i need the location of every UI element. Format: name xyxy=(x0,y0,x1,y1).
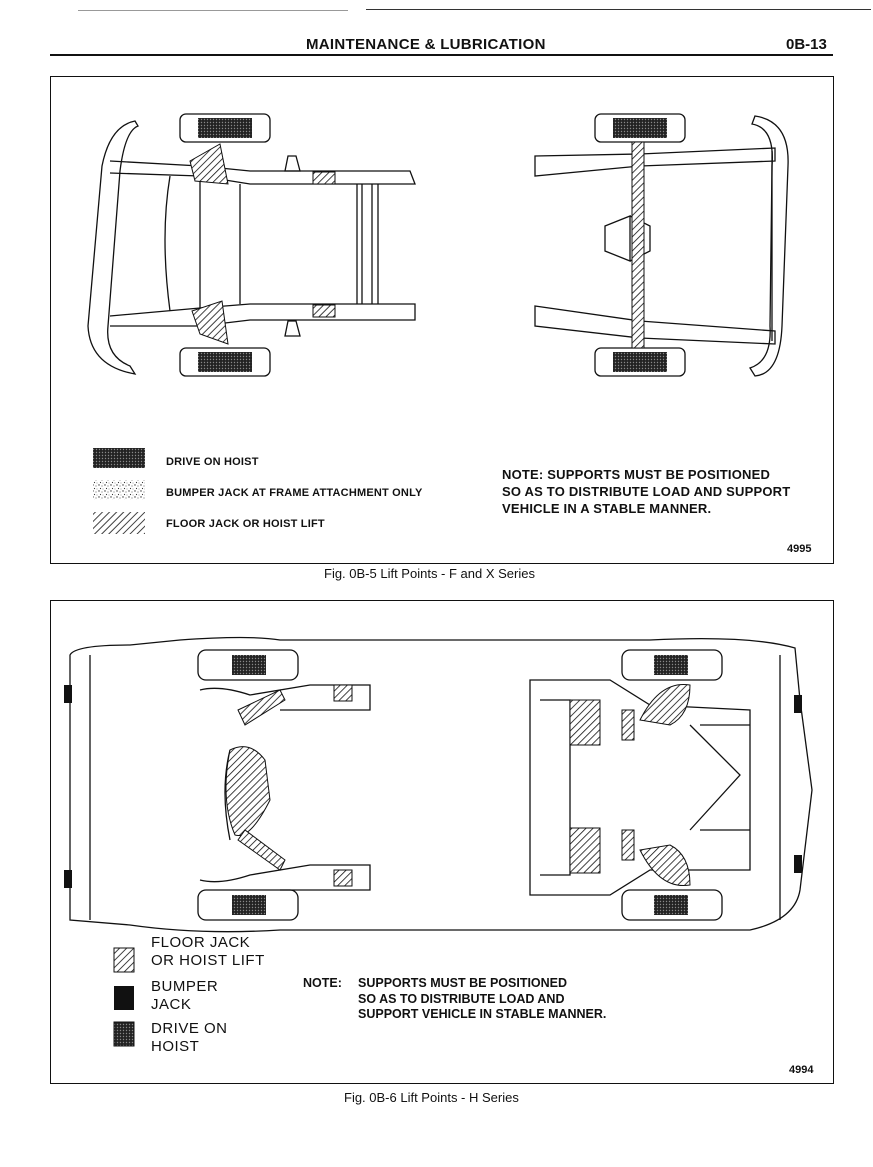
note-line: SO AS TO DISTRIBUTE LOAD AND SUPPORT xyxy=(502,484,791,499)
page-number: 0B-13 xyxy=(786,36,827,53)
legend2-line: HOIST xyxy=(151,1038,200,1055)
legend-label-drive-on-hoist: DRIVE ON HOIST xyxy=(166,456,259,468)
fig2-right-top-tire xyxy=(621,649,723,681)
note-line: SUPPORTS MUST BE POSITIONED xyxy=(358,976,568,990)
legend2-label-floor-jack: FLOOR JACK OR HOIST LIFT xyxy=(151,934,265,970)
legend2-line: DRIVE ON xyxy=(151,1020,228,1037)
legend2-line: JACK xyxy=(151,996,192,1013)
fig1-left-bottom-tire xyxy=(179,347,271,377)
figure-0b6-number: 4994 xyxy=(789,1064,814,1076)
note-line: NOTE: SUPPORTS MUST BE POSITIONED xyxy=(502,467,771,482)
figure-0b6-drawing xyxy=(64,636,813,1047)
note-line: VEHICLE IN A STABLE MANNER. xyxy=(502,501,712,516)
figure-0b5-drawing xyxy=(87,113,789,534)
legend2-label-bumper-jack: BUMPER JACK xyxy=(151,978,218,1014)
legend2-line: FLOOR JACK xyxy=(151,934,251,951)
fig2-left-top-tire xyxy=(197,649,299,681)
figure-0b6-frame xyxy=(50,600,834,1084)
note-line: SUPPORT VEHICLE IN STABLE MANNER. xyxy=(358,1007,607,1021)
fig2-right-bottom-tire xyxy=(621,889,723,921)
fig1-left-top-tire xyxy=(179,113,271,143)
legend2-swatch-floor-jack xyxy=(113,947,135,973)
legend2-label-drive-on-hoist: DRIVE ON HOIST xyxy=(151,1020,228,1056)
legend2-line: BUMPER xyxy=(151,978,219,995)
legend2-swatch-bumper-jack xyxy=(114,986,134,1010)
figure-0b5-note: NOTE: SUPPORTS MUST BE POSITIONED SO AS … xyxy=(502,466,790,517)
legend-swatch-bumper-jack xyxy=(93,480,145,500)
top-decoration-line xyxy=(78,10,348,11)
legend-label-bumper-jack: BUMPER JACK AT FRAME ATTACHMENT ONLY xyxy=(166,487,423,499)
legend2-swatch-drive-on-hoist xyxy=(113,1021,135,1047)
top-border-line xyxy=(366,9,871,10)
page-section-title: MAINTENANCE & LUBRICATION xyxy=(306,36,546,53)
figure-0b6-note-label: NOTE: xyxy=(303,976,342,990)
figure-0b6-note: SUPPORTS MUST BE POSITIONED SO AS TO DIS… xyxy=(358,976,606,1023)
fig2-left-bottom-tire xyxy=(197,889,299,921)
header-rule xyxy=(50,54,833,56)
figure-0b5-number: 4995 xyxy=(787,543,812,555)
figure-0b6-caption: Fig. 0B-6 Lift Points - H Series xyxy=(344,1090,519,1105)
legend2-line: OR HOIST LIFT xyxy=(151,952,265,969)
figure-0b5-caption: Fig. 0B-5 Lift Points - F and X Series xyxy=(324,566,535,581)
note-line: SO AS TO DISTRIBUTE LOAD AND xyxy=(358,991,565,1006)
legend-swatch-drive-on-hoist xyxy=(93,448,145,468)
legend-label-floor-jack: FLOOR JACK OR HOIST LIFT xyxy=(166,518,325,530)
figure-0b5-frame xyxy=(50,76,834,564)
legend-swatch-floor-jack xyxy=(93,512,145,534)
